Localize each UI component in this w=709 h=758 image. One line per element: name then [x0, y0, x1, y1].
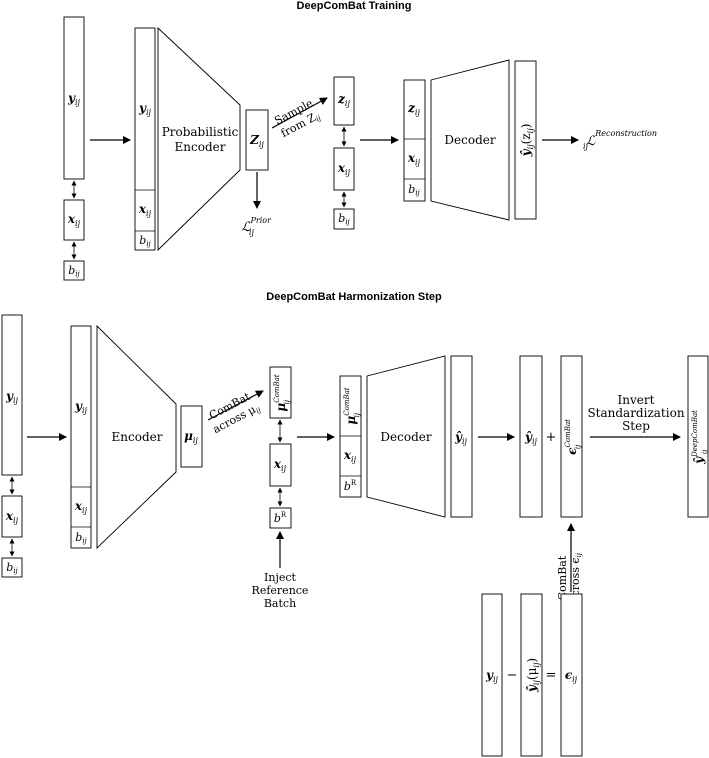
invert-label-3: Step [622, 419, 650, 433]
svg-text:ϵij: ϵij [565, 668, 578, 684]
training-latent-column: zij xij bij [333, 76, 355, 230]
svg-text:xij: xij [273, 457, 287, 473]
equals-sign: = [546, 668, 557, 683]
harmonization-output-box [687, 355, 709, 518]
probabilistic-encoder-label-2: Encoder [175, 140, 226, 154]
residual-y-box [481, 593, 503, 757]
combat-across-epsilon-label: ComBat across ϵij [556, 552, 583, 603]
harmonization-decoder-shape [366, 355, 446, 518]
training-x-label: xij [67, 212, 81, 228]
inject-label-1: Inject [264, 571, 297, 584]
training-y-box [63, 16, 85, 180]
invert-label-1: Invert [618, 393, 655, 407]
svg-text:ŷij: ŷij [524, 430, 538, 446]
training-input-column: yij xij bij [63, 16, 85, 281]
training-title: DeepComBat Training [297, 0, 412, 12]
svg-text:ComBat: ComBat [556, 555, 569, 600]
harmonization-encoder-label: Encoder [112, 430, 163, 444]
probabilistic-encoder-shape [157, 26, 241, 252]
training-b-box [63, 260, 85, 281]
harmonization-epsilon-combat-box [560, 355, 583, 518]
minus-sign: − [507, 668, 518, 683]
probabilistic-encoder-label-1: Probabilistic [162, 125, 239, 139]
sample-label: Sample from Zij [272, 97, 323, 140]
training-latent-z-box [245, 109, 269, 171]
svg-text:bij: bij [338, 212, 350, 226]
residual-epsilon-box [560, 593, 583, 757]
svg-text:bR: bR [344, 479, 357, 493]
training-reconstruction-box [514, 60, 537, 220]
inject-label-3: Batch [264, 597, 296, 610]
svg-text:across ϵij: across ϵij [569, 552, 583, 603]
training-reconstruction-label: ŷij(zij) [519, 124, 535, 158]
harmonization-yhat-sum-box [519, 355, 543, 518]
svg-text:xij: xij [407, 151, 421, 167]
residual-yhat-mu-box [520, 593, 543, 757]
harmonization-yhat-label: ŷij [454, 430, 468, 446]
svg-text:xij: xij [5, 509, 19, 525]
harmonization-yhat-box [450, 355, 473, 518]
svg-text:bij: bij [75, 531, 87, 545]
svg-text:bij: bij [6, 561, 18, 575]
harmonization-encoder-input: yij xij bij [70, 325, 92, 549]
svg-text:bij: bij [139, 234, 151, 248]
harmonization-mu-label: μij [184, 429, 198, 445]
svg-text:yij: yij [485, 668, 499, 684]
svg-text:xij: xij [74, 499, 88, 515]
invert-label-2: Standardization [587, 406, 684, 420]
inject-label-2: Reference [252, 584, 309, 597]
harmonization-encoder-shape [96, 324, 177, 550]
svg-text:ŷij(μij): ŷij(μij) [525, 658, 541, 693]
svg-text:yij: yij [74, 399, 88, 415]
svg-text:bR: bR [274, 511, 287, 525]
training-b-label: bij [68, 264, 80, 278]
plus-sign: + [546, 430, 557, 445]
svg-text:xij: xij [138, 202, 152, 218]
harmonization-decoder-label: Decoder [380, 430, 431, 444]
svg-text:zij: zij [407, 101, 420, 117]
training-latent-z-label: Zij [249, 133, 264, 149]
harmonization-mu-box [180, 405, 203, 468]
training-encoder-input: yij xij bij [134, 27, 156, 251]
training-decoder-label: Decoder [444, 133, 495, 147]
svg-text:zij: zij [337, 92, 350, 108]
training-decoder-shape [430, 59, 510, 221]
svg-text:xij: xij [343, 448, 357, 464]
svg-text:bij: bij [408, 183, 420, 197]
harmonization-input-column: yij xij bij [1, 314, 23, 578]
training-x-box [63, 199, 85, 241]
training-y-label: yij [67, 91, 81, 107]
svg-text:xij: xij [337, 161, 351, 177]
svg-text:yij: yij [138, 101, 152, 117]
svg-text:yij: yij [5, 389, 19, 405]
training-decoder-input: zij xij bij [403, 79, 426, 202]
harmonization-title: DeepComBat Harmonization Step [266, 291, 442, 303]
